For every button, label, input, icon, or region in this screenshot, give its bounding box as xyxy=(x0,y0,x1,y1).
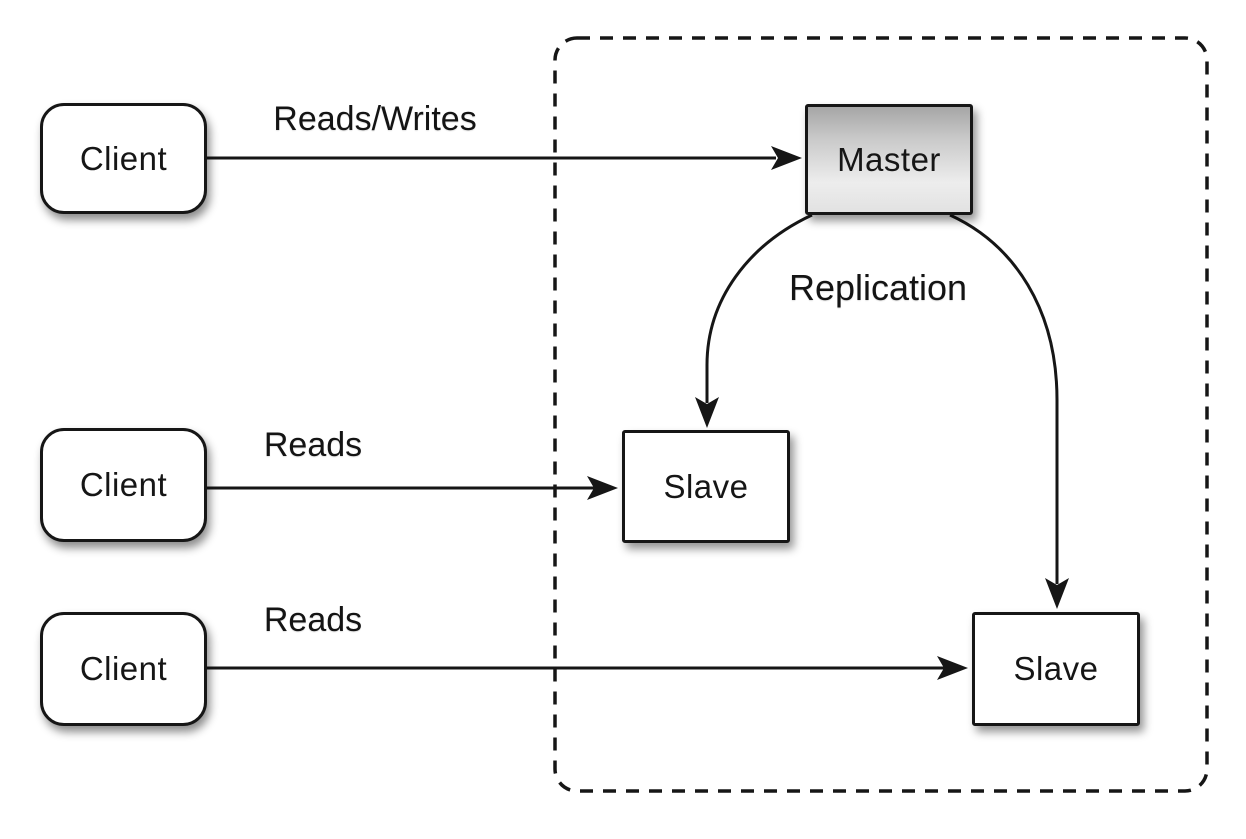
node-master: Master xyxy=(805,104,973,215)
node-master-label: Master xyxy=(837,140,941,178)
edge-client3-slave2-arrowhead xyxy=(937,656,968,680)
node-client-1-label: Client xyxy=(79,139,168,177)
node-slave-1: Slave xyxy=(622,430,790,543)
edge-client2-slave1-arrowhead xyxy=(587,476,618,500)
edge-label-reads-3: Reads xyxy=(263,601,363,639)
node-slave-2: Slave xyxy=(972,612,1140,726)
edge-label-reads-writes: Reads/Writes xyxy=(273,100,477,138)
edge-client1-master-arrowhead xyxy=(771,146,802,170)
edge-label-reads-2: Reads xyxy=(263,426,363,464)
edge-master-slave1-arrowhead xyxy=(695,397,719,428)
node-client-3: Client xyxy=(40,612,207,726)
edge-master-slave2-arrowhead xyxy=(1045,578,1069,609)
node-slave-2-label: Slave xyxy=(1013,650,1099,687)
cluster-boundary xyxy=(553,36,1209,793)
node-client-2: Client xyxy=(40,428,207,542)
edge-label-replication: Replication xyxy=(788,267,968,308)
node-client-1: Client xyxy=(40,103,207,214)
node-client-3-label: Client xyxy=(79,650,168,687)
node-slave-1-label: Slave xyxy=(663,467,749,505)
node-client-2-label: Client xyxy=(79,466,168,503)
edge-master-slave2-curve xyxy=(949,213,1059,584)
edge-master-slave1-curve xyxy=(705,213,813,403)
